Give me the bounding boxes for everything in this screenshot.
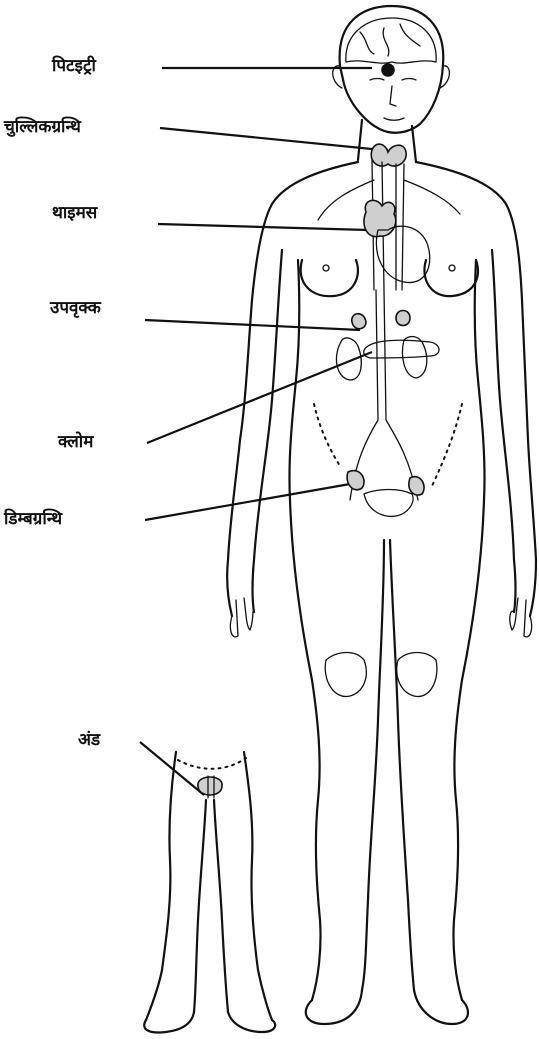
body-left-side <box>289 260 320 1000</box>
hand-right <box>510 598 532 637</box>
inset-hip-line <box>178 758 246 769</box>
pancreas <box>364 340 439 358</box>
male-lower-body-inset <box>144 752 275 1033</box>
face <box>370 79 416 121</box>
inset-inner-legs <box>194 800 228 1012</box>
adrenal-gland-right <box>396 311 410 326</box>
leg-inner-right <box>390 540 414 990</box>
leader-ovary <box>145 484 350 520</box>
female-figure <box>227 6 536 1024</box>
ovary-left <box>347 471 364 490</box>
brain <box>346 18 436 63</box>
leg-inner-left <box>362 540 384 990</box>
leader-pancreas <box>147 352 372 443</box>
leader-thyroid <box>160 128 382 150</box>
thymus-gland <box>364 200 396 236</box>
knee-right <box>397 653 437 697</box>
hand-left <box>230 598 254 637</box>
pelvis-line-left <box>314 404 340 466</box>
arm-inner-left <box>253 250 283 612</box>
testis-gland <box>198 777 222 795</box>
breast-left <box>301 260 358 296</box>
body-right-side <box>453 260 484 1000</box>
adrenal-gland-left <box>352 314 366 329</box>
knee-left <box>325 653 366 697</box>
leader-lines <box>140 68 382 795</box>
leader-adrenal <box>145 320 360 330</box>
thyroid-gland <box>371 144 406 166</box>
inset-right-side <box>244 752 272 1020</box>
arm-inner-right <box>492 250 516 612</box>
ovary-right <box>409 477 424 495</box>
pelvis-line-right <box>432 404 462 486</box>
inset-foot-right <box>228 1012 275 1032</box>
inset-foot-left <box>144 1012 194 1033</box>
uterus <box>364 490 413 517</box>
inset-left-side <box>146 752 176 1020</box>
pituitary-gland <box>382 64 394 76</box>
